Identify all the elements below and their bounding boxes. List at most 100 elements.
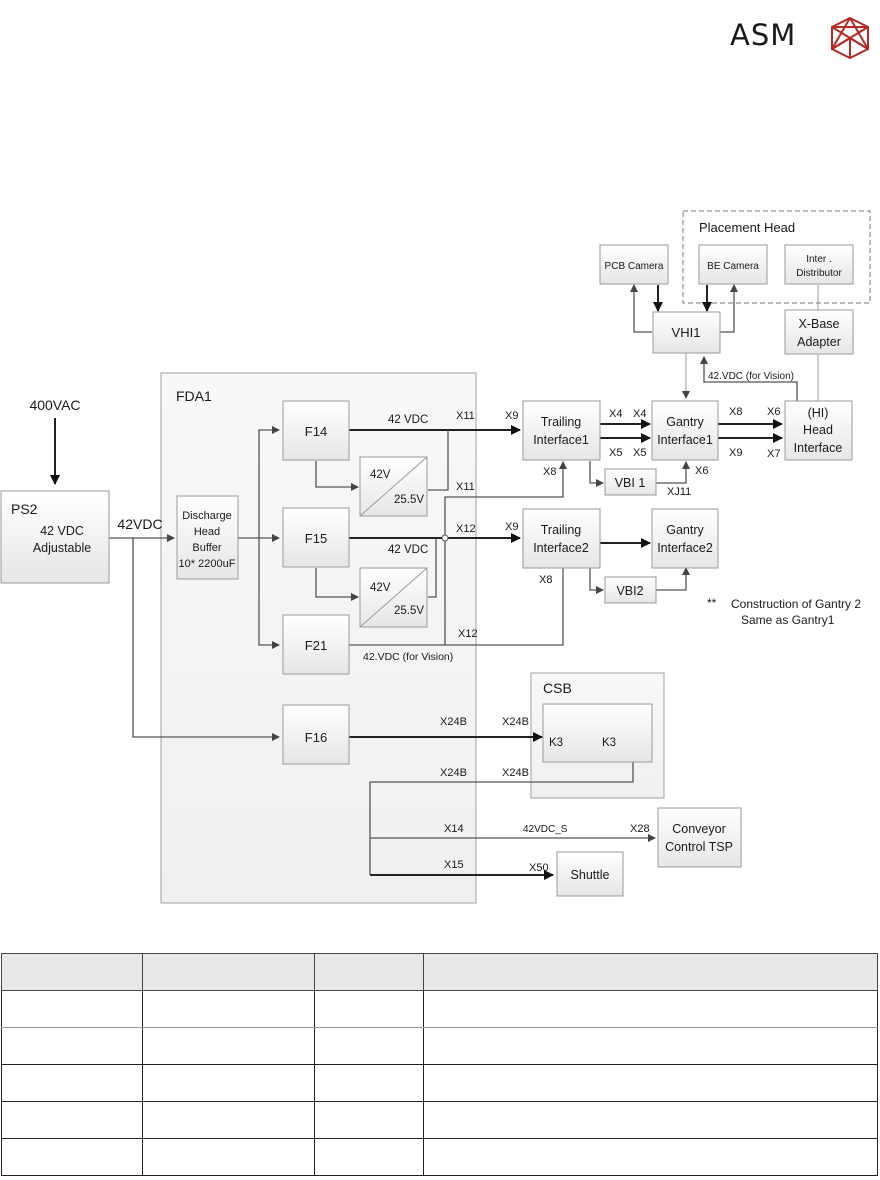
pcb-camera-box (599, 244, 669, 285)
table-header-cell (423, 953, 878, 991)
label-x24b-1: X24B (440, 716, 467, 728)
label-x9b: X9 (505, 521, 518, 533)
note-marker: ** (707, 596, 717, 610)
table-cell (314, 1064, 424, 1102)
label-x9a: X9 (505, 410, 518, 422)
be-camera-box (698, 244, 768, 285)
shuttle-box (556, 851, 624, 897)
label-hi-vdc: 42.VDC (for Vision) (708, 371, 794, 382)
wire-f21-trailing2 (349, 555, 567, 646)
table-row (1, 1064, 878, 1102)
wire-converter1-out (428, 430, 449, 491)
xbase-line2: Adapter (797, 335, 841, 349)
note-line2: Same as Gantry1 (741, 613, 835, 627)
trailing1-line1: Trailing (541, 415, 582, 429)
wire-vhi1-pcbcam (630, 284, 652, 333)
label-x8b: X8 (539, 574, 552, 586)
label-xj11: XJ11 (667, 486, 691, 498)
csb-title: CSB (543, 680, 572, 696)
gantry-interface2-box (651, 508, 719, 569)
fuse-f14-label: F14 (305, 424, 327, 439)
table-cell (423, 1138, 878, 1176)
distributor-box (784, 244, 854, 285)
table-cell (314, 1027, 424, 1065)
hi-line2: Head (803, 423, 833, 437)
wire-converter2-out (428, 538, 437, 598)
placement-head-title: Placement Head (699, 220, 795, 235)
converter-1-divider (359, 456, 428, 517)
buffer-line4: 10* 2200uF (179, 558, 236, 570)
csb-relay2-label: K3 (602, 737, 616, 749)
table-cell (423, 990, 878, 1028)
table-cell (142, 990, 315, 1028)
table-cell (142, 1027, 315, 1065)
wire-buffer-f14 (258, 426, 280, 538)
table-cell (1, 1064, 143, 1102)
table-cell (142, 1064, 315, 1102)
converter-2-out: 25.5V (394, 605, 424, 617)
label-x6a: X6 (767, 406, 780, 418)
distributor-line1: Inter . (806, 254, 832, 265)
hi-line3: Interface (794, 441, 843, 455)
wire-f21-trailing1 (444, 461, 567, 645)
label-x15: X15 (444, 859, 464, 871)
ps2-box (0, 490, 110, 584)
gantry2-line2: Interface2 (657, 541, 713, 555)
label-f21-vdc: 42.VDC (for Vision) (363, 651, 453, 663)
wire-trailing2-vbi2 (589, 568, 604, 594)
conveyor-control-box (657, 807, 742, 868)
table-row (1, 1027, 878, 1065)
table-row (1, 1101, 878, 1139)
wire-crossover (441, 534, 449, 542)
trailing-interface1-box (522, 400, 601, 461)
label-x24b-3: X24B (440, 767, 467, 779)
trailing1-line2: Interface1 (533, 433, 589, 447)
be-camera-label: BE Camera (707, 261, 759, 272)
label-x9c: X9 (729, 447, 742, 459)
label-x12b: X12 (458, 628, 478, 640)
vhi1-box (652, 311, 721, 354)
wire-f15-converter (315, 568, 359, 601)
label-conveyor-vdc: 42VDC_S (523, 824, 568, 835)
label-x12a: X12 (456, 523, 476, 535)
table-cell (423, 1027, 878, 1065)
ps2-output-label: 42VDC (117, 516, 162, 532)
label-x11a: X11 (456, 410, 475, 422)
table-header-cell (1, 953, 143, 991)
fuse-f16-box (282, 704, 350, 765)
label-x14: X14 (444, 823, 464, 835)
connector-labels: 42 VDC 42 VDC 42.VDC (for Vision) 42.VDC… (363, 371, 794, 874)
table-cell (423, 1101, 878, 1139)
table-cell (1, 1027, 143, 1065)
xbase-line1: X-Base (799, 317, 840, 331)
table-cell (142, 1101, 315, 1139)
wire-vbi2-gantry2 (656, 567, 690, 591)
wire-f14-converter (315, 461, 359, 491)
label-x5a: X5 (609, 447, 622, 459)
label-f14-vdc: 42 VDC (388, 414, 428, 426)
trailing-interface2-box (522, 508, 601, 569)
label-x4a: X4 (609, 408, 622, 420)
label-x8c: X8 (729, 406, 742, 418)
trailing2-line1: Trailing (541, 523, 582, 537)
table-cell (1, 1138, 143, 1176)
ps2-line2: Adjustable (33, 541, 91, 555)
table-header-cell (142, 953, 315, 991)
table-header-row (1, 953, 878, 991)
buffer-line3: Buffer (192, 542, 221, 554)
wire-trailing1-vbi1 (589, 461, 604, 487)
fuse-f15-label: F15 (305, 531, 327, 546)
table-cell (142, 1138, 315, 1176)
asm-polyhedron-icon (831, 16, 869, 60)
note-line1: Construction of Gantry 2 (731, 597, 861, 611)
buffer-line1: Discharge (182, 510, 232, 522)
label-f15-vdc: 42 VDC (388, 544, 428, 556)
xbase-adapter-box (784, 309, 854, 355)
converter-2-divider (359, 567, 428, 628)
vhi1-label: VHI1 (672, 325, 701, 340)
label-x11b: X11 (456, 481, 475, 493)
gantry1-line1: Gantry (666, 415, 704, 429)
vbi1-box (604, 468, 657, 496)
table-cell (423, 1064, 878, 1102)
trailing2-line2: Interface2 (533, 541, 589, 555)
